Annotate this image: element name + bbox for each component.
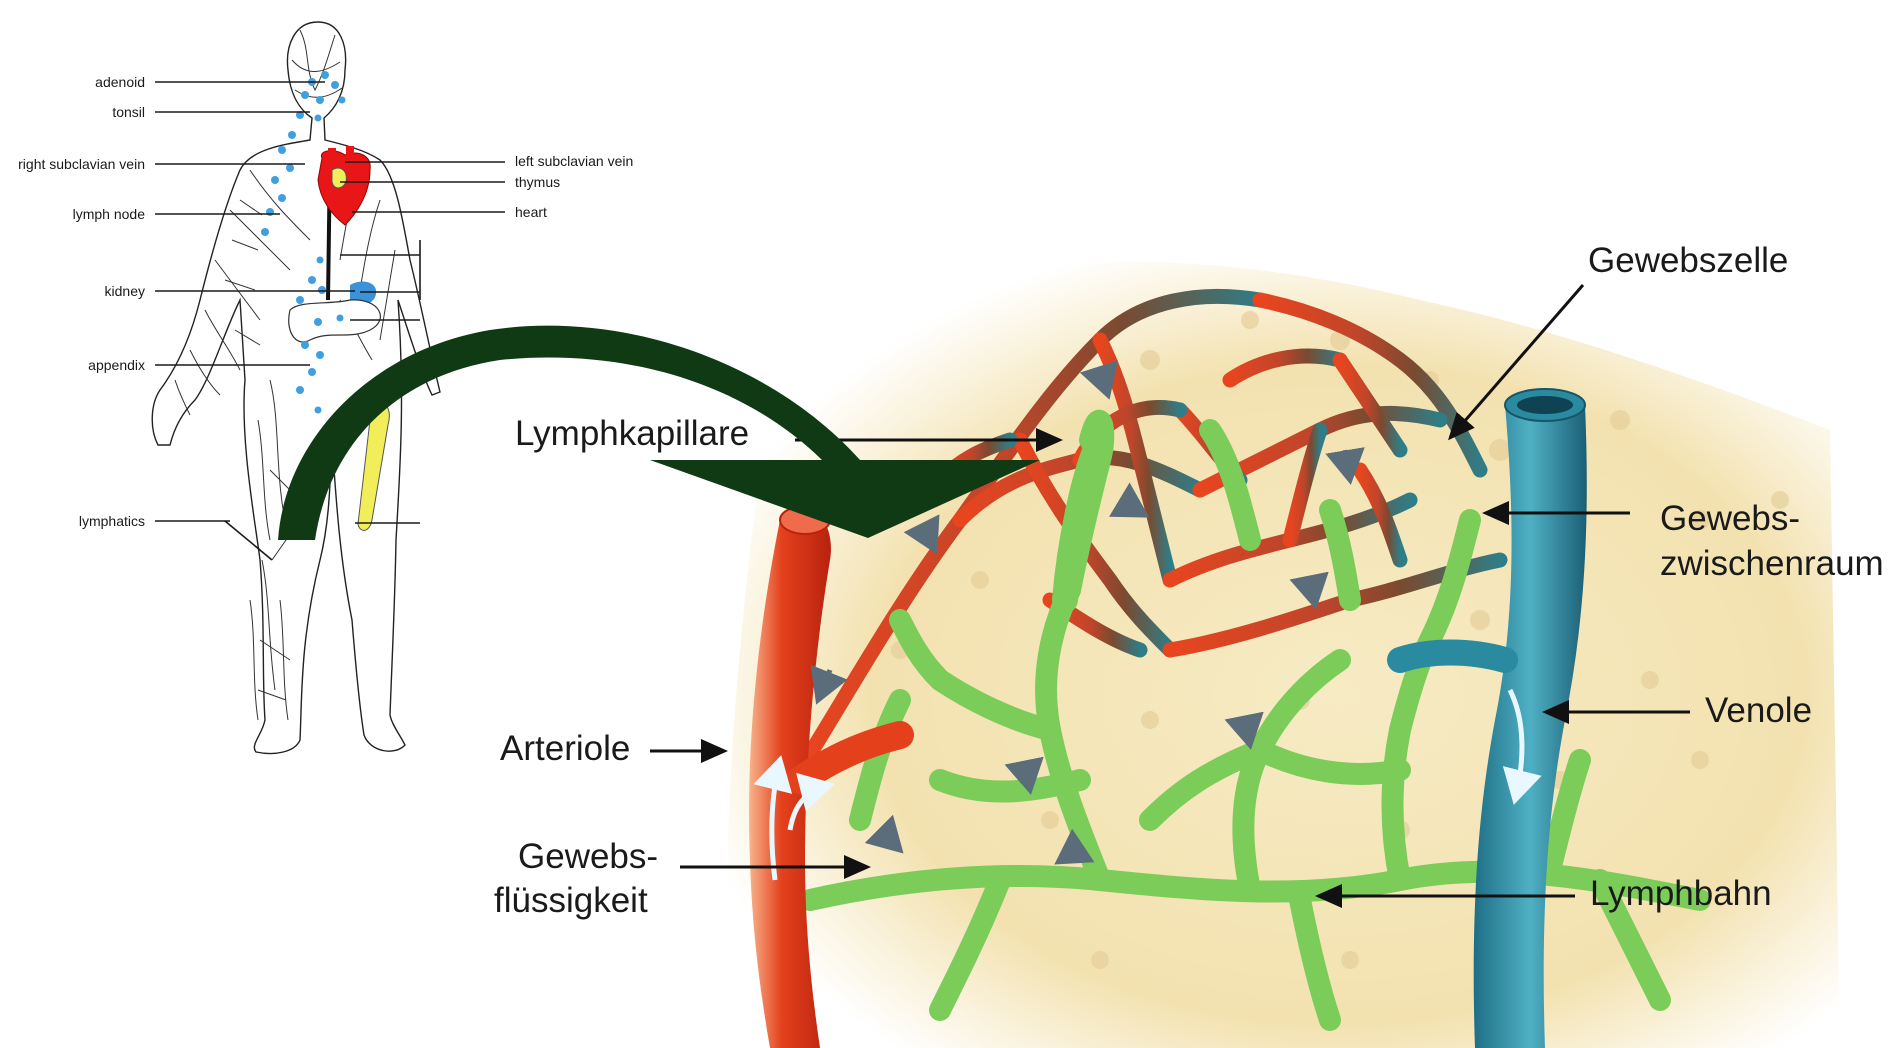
- label-gewebszwischenraum-1: Gewebs-: [1660, 499, 1800, 538]
- label-gewebszelle: Gewebszelle: [1588, 241, 1788, 280]
- label-lymphkapillare: Lymphkapillare: [515, 414, 749, 453]
- label-lymphatics: lymphatics: [79, 513, 145, 529]
- label-left-subclavian-vein: left subclavian vein: [515, 153, 633, 169]
- label-adenoid: adenoid: [95, 74, 145, 90]
- label-right-subclavian-vein: right subclavian vein: [18, 156, 145, 172]
- label-gewebsfluessigkeit-2: flüssigkeit: [494, 881, 648, 920]
- label-kidney: kidney: [105, 283, 145, 299]
- label-gewebsfluessigkeit-1: Gewebs-: [518, 837, 658, 876]
- label-arteriole: Arteriole: [500, 729, 630, 768]
- label-lymphbahn: Lymphbahn: [1590, 874, 1772, 913]
- label-heart: heart: [515, 204, 547, 220]
- label-venole: Venole: [1705, 691, 1812, 730]
- thymus-organ: [332, 168, 346, 188]
- label-tonsil: tonsil: [112, 104, 145, 120]
- label-lymph-node: lymph node: [73, 206, 146, 222]
- label-thymus: thymus: [515, 174, 560, 190]
- label-gewebszwischenraum-2: zwischenraum: [1660, 544, 1884, 583]
- label-appendix: appendix: [88, 357, 145, 373]
- body-diagram: adenoid tonsil right subclavian vein lym…: [18, 22, 633, 754]
